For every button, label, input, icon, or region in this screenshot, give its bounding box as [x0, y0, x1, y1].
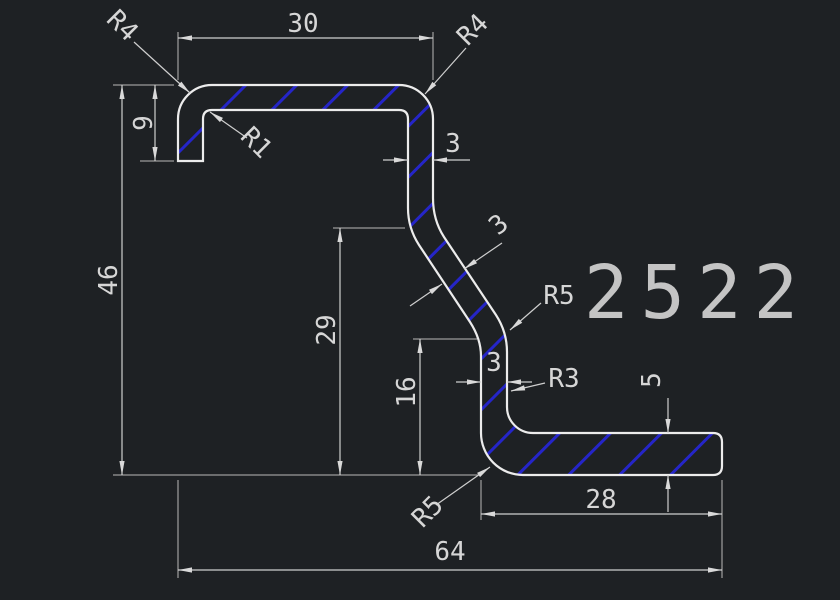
dim-lip-depth-label: 9	[129, 115, 159, 131]
dimension-lip-depth[interactable]: 9	[129, 85, 159, 161]
dim-overall-width-label: 64	[434, 537, 465, 567]
radius-flange-inner[interactable]: R3	[510, 364, 580, 394]
dim-lower-height-label: 16	[392, 376, 422, 407]
leader-line	[435, 466, 491, 506]
radius-top-right-label: R4	[451, 8, 494, 51]
radius-mid-bend[interactable]: R5	[509, 281, 575, 331]
dim-arrow-line	[463, 242, 503, 270]
radius-flange-inner-label: R3	[548, 364, 579, 394]
dim-arrow-line	[409, 283, 443, 307]
dimension-flange-thickness[interactable]: 5	[637, 372, 671, 512]
radius-flange-outer-label: R5	[406, 490, 449, 533]
dim-flange-thickness-label: 5	[637, 372, 667, 388]
dimension-lower-height[interactable]: 16	[392, 339, 423, 475]
dimension-overall-width[interactable]: 64	[178, 537, 722, 573]
radius-lip-inner[interactable]: R1	[209, 111, 278, 165]
dim-overall-height-label: 46	[94, 264, 124, 295]
leader-line	[424, 47, 467, 95]
profile-outline[interactable]	[176, 83, 724, 477]
dim-diagonal-thickness-label: 3	[483, 208, 514, 241]
leader-line	[209, 111, 248, 139]
dim-top-width-label: 30	[287, 9, 318, 39]
dimension-web-height[interactable]: 29	[312, 228, 343, 475]
dimension-web-thickness[interactable]: 3	[383, 129, 470, 163]
dimension-flange-length[interactable]: 28	[481, 485, 722, 517]
radius-mid-bend-label: R5	[543, 281, 574, 311]
dim-web-height-label: 29	[312, 314, 342, 345]
dim-web-thickness-label: 3	[445, 129, 461, 159]
radius-lip-inner-label: R1	[234, 121, 277, 164]
dim-lower-thickness-label: 3	[486, 348, 502, 378]
radius-flange-outer[interactable]: R5	[406, 466, 491, 534]
radius-top-left[interactable]: R4	[100, 4, 191, 94]
leader-line	[133, 41, 191, 94]
part-number: 2522	[584, 250, 810, 336]
radius-top-right[interactable]: R4	[424, 8, 495, 95]
leader-line	[509, 302, 542, 331]
dimension-top-width[interactable]: 30	[178, 9, 433, 41]
dimension-overall-height[interactable]: 46	[94, 85, 125, 475]
radius-top-left-label: R4	[100, 4, 143, 47]
leader-line	[510, 382, 546, 392]
dim-flange-length-label: 28	[585, 485, 616, 515]
dimension-lower-thickness[interactable]: 3	[456, 348, 532, 385]
